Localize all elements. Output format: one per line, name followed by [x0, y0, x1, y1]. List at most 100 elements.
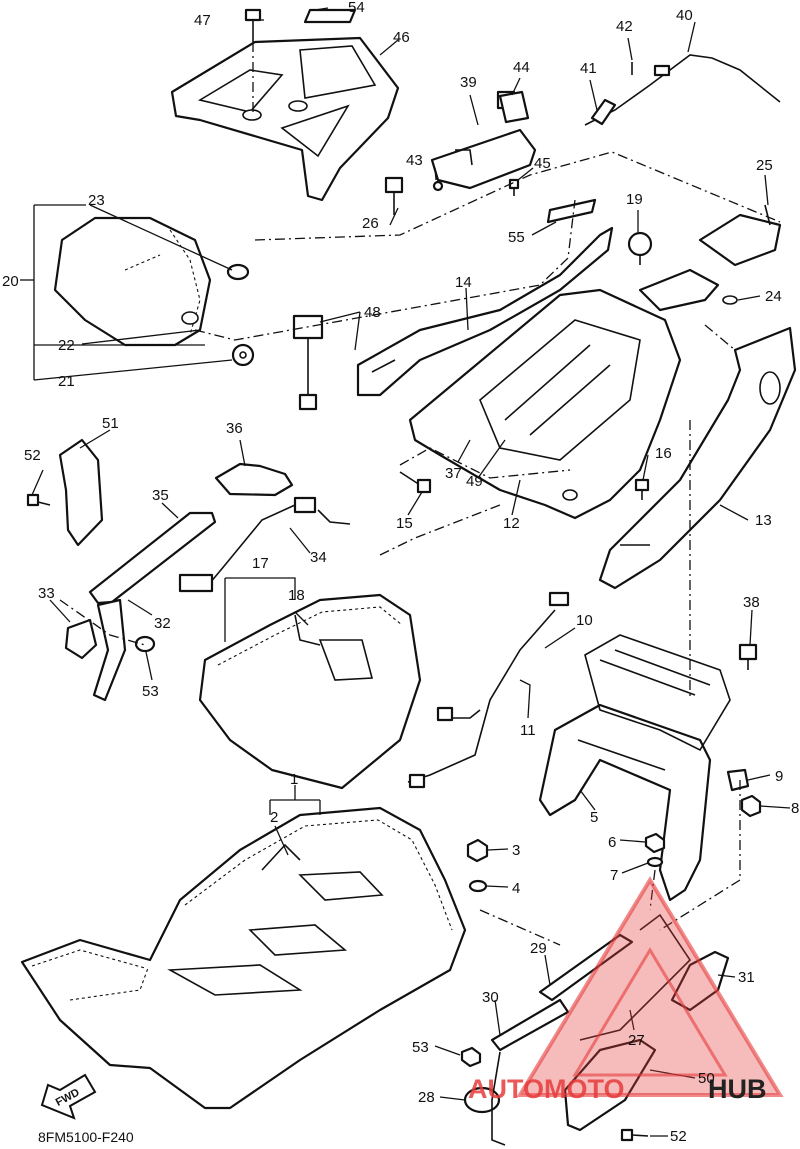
grommet-23-part	[226, 263, 250, 281]
callout-48: 48	[364, 304, 381, 321]
callout-6: 6	[608, 834, 616, 851]
callout-7: 7	[610, 867, 618, 884]
callout-34: 34	[310, 549, 327, 566]
callout-27: 27	[628, 1032, 645, 1049]
guard-27-part	[579, 913, 692, 1041]
cap-33-part	[64, 618, 98, 660]
callout-31: 31	[738, 969, 755, 986]
callout-45: 45	[534, 155, 551, 172]
callout-3: 3	[512, 842, 520, 859]
wire-harness-part	[407, 591, 570, 789]
callout-47: 47	[194, 12, 211, 29]
handle-32-part	[92, 598, 127, 702]
callout-2: 2	[270, 809, 278, 826]
handle-lower-part	[491, 1051, 506, 1146]
callout-24: 24	[765, 288, 782, 305]
callout-35: 35	[152, 487, 169, 504]
callout-54: 54	[348, 0, 365, 16]
bracket-44-part	[498, 90, 530, 124]
seat-cowl-part	[53, 216, 212, 347]
callout-21: 21	[58, 373, 75, 390]
callout-18: 18	[288, 587, 305, 604]
fwd-arrow-icon: FWD	[40, 1073, 97, 1120]
damper-9-part	[726, 768, 750, 792]
callout-36: 36	[226, 420, 243, 437]
callout-52-right: 52	[670, 1128, 687, 1145]
lock-cable-part	[584, 54, 781, 126]
callout-9: 9	[775, 768, 783, 785]
screw-45-part	[508, 178, 520, 196]
callout-4: 4	[512, 880, 520, 897]
callout-51: 51	[102, 415, 119, 432]
washer-4-part	[468, 879, 488, 893]
callout-44: 44	[513, 59, 530, 76]
callout-50: 50	[698, 1070, 715, 1087]
callout-29: 29	[530, 940, 547, 957]
callout-41: 41	[580, 60, 597, 77]
callout-43: 43	[406, 152, 423, 169]
callout-10: 10	[576, 612, 593, 629]
bracket-24-part	[638, 268, 738, 312]
callout-8: 8	[791, 800, 799, 817]
bolt-47-part	[244, 8, 262, 42]
callout-30: 30	[482, 989, 499, 1006]
callout-11: 11	[520, 722, 536, 739]
callout-37: 37	[445, 465, 462, 482]
bolt-26-part	[384, 176, 404, 215]
callout-22: 22	[58, 337, 75, 354]
callout-32: 32	[154, 615, 171, 632]
callout-39: 39	[460, 74, 477, 91]
nut-8-part	[740, 794, 762, 818]
bracket-25-part	[698, 204, 782, 267]
callout-38: 38	[743, 594, 760, 611]
knob-21-part	[231, 343, 255, 367]
callout-40: 40	[676, 7, 693, 24]
callout-26: 26	[362, 215, 379, 232]
watermark-brand-right: HUB	[708, 1074, 767, 1104]
harness-48-part	[292, 314, 324, 411]
callout-5: 5	[590, 809, 598, 826]
cover-31-part	[670, 950, 730, 1012]
callout-15: 15	[396, 515, 413, 532]
callout-23: 23	[88, 192, 105, 209]
passenger-seat-part	[198, 593, 422, 790]
label-54-part	[303, 8, 357, 24]
washer-7-part	[646, 856, 664, 868]
callout-53-left: 53	[142, 683, 159, 700]
side-cover-left-part	[356, 226, 614, 397]
diagram-code: 8FM5100-F240	[38, 1129, 134, 1145]
callout-19: 19	[626, 191, 643, 208]
label-55-part	[546, 198, 597, 224]
screw-43-part	[432, 180, 444, 192]
callout-20: 20	[2, 273, 19, 290]
bolt-38-part	[738, 643, 758, 670]
bolt-52b-part	[620, 1128, 649, 1142]
watermark-brand-left: AUTOMOTO	[468, 1074, 625, 1104]
rear-carrier-part	[170, 36, 400, 202]
bolt-52a-part	[26, 493, 51, 507]
callout-49: 49	[466, 473, 483, 490]
storage-tray-part	[408, 288, 682, 520]
callout-14: 14	[455, 274, 472, 291]
collar-53a-part	[134, 635, 156, 653]
nut-53b-part	[460, 1046, 482, 1068]
rear-frame-part	[584, 634, 731, 752]
callout-1: 1	[290, 771, 298, 788]
callout-13: 13	[755, 512, 772, 529]
callout-28: 28	[418, 1089, 435, 1106]
callout-55: 55	[508, 229, 525, 246]
grab-bar-part	[538, 703, 712, 902]
callout-25: 25	[756, 157, 773, 174]
nut-3-part	[466, 838, 489, 863]
callout-53-right: 53	[412, 1039, 429, 1056]
leader-lines	[20, 7, 791, 1137]
watermark-logo: AUTOMOTO HUB	[468, 876, 784, 1104]
seat-catch-19-part	[627, 231, 653, 265]
socket-34-part	[178, 496, 351, 593]
tube-35-part	[88, 511, 217, 605]
callout-17: 17	[252, 555, 269, 572]
bolt-16-part	[634, 478, 650, 500]
callout-33: 33	[38, 585, 55, 602]
